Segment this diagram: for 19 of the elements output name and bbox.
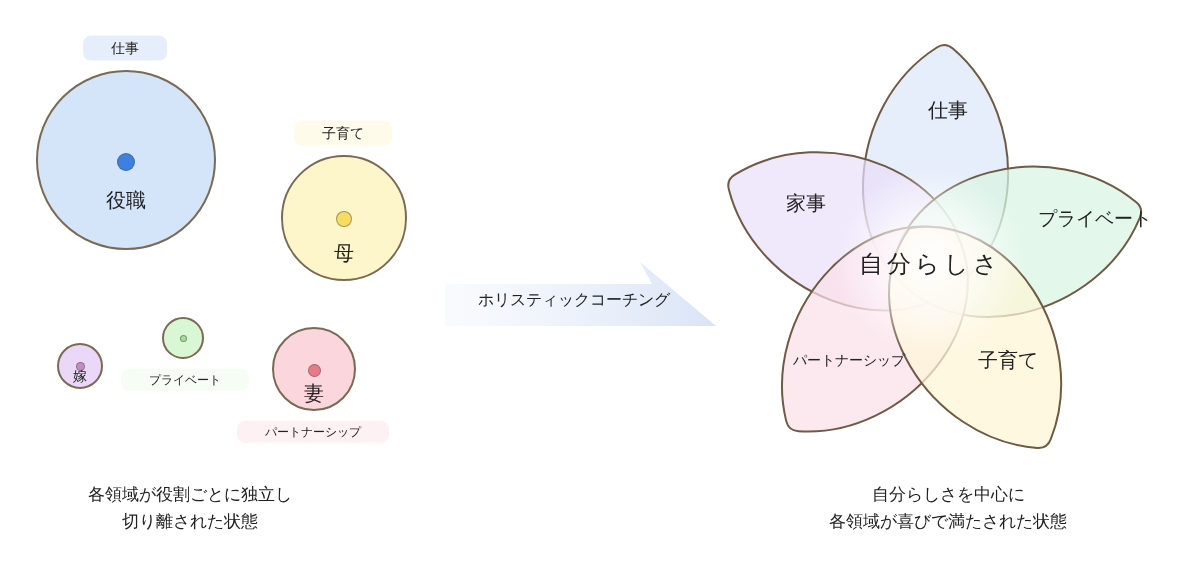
domain-tag: 仕事 (83, 35, 167, 61)
caption-text: 自分らしさを中心に各領域が喜びで満たされた状態 (829, 483, 1067, 533)
role-circle (57, 343, 103, 389)
petal-label: プライベート (1038, 206, 1152, 230)
domain-tag: プライベート (121, 368, 249, 392)
center-label: 自分らしさ (858, 249, 1002, 279)
role-label: 妻 (304, 381, 324, 405)
domain-tag: パートナーシップ (237, 420, 389, 444)
caption-text: 各領域が役割ごとに独立し切り離された状態 (88, 483, 292, 533)
role-label: 嫁 (73, 367, 87, 385)
petal-label: パートナーシップ (793, 351, 905, 369)
circle-shape (162, 317, 204, 359)
petal-label: 子育て (978, 348, 1038, 372)
petal-label: 仕事 (928, 98, 968, 122)
domain-tag: 子育て (294, 120, 392, 146)
arrow-label: ホリスティックコーチング (478, 290, 670, 310)
role-label: 母 (334, 241, 354, 265)
role-label: 役職 (106, 188, 146, 212)
petal-label: 家事 (786, 191, 826, 215)
